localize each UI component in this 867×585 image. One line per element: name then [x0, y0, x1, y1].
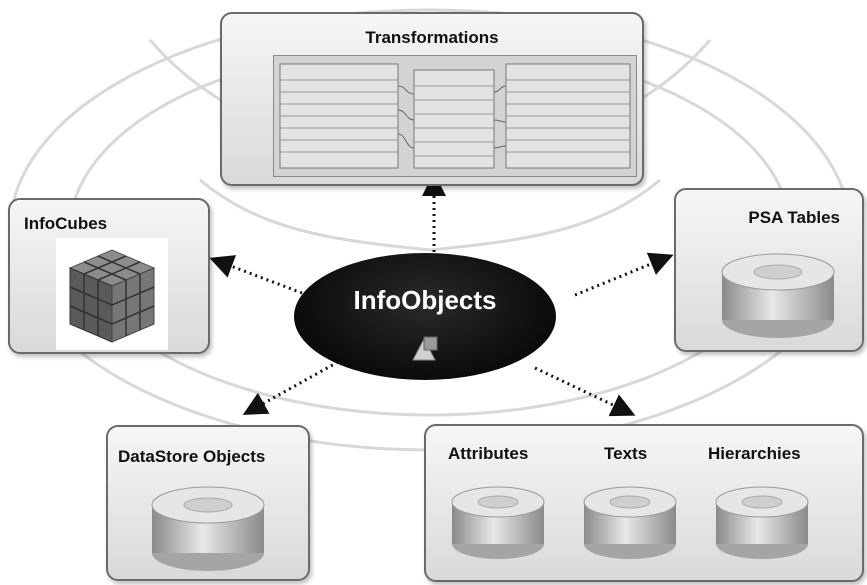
- arrow-to-psa: [574, 252, 674, 297]
- infoobject-icon: [412, 336, 438, 361]
- infoobjects-hub: InfoObjects: [294, 253, 556, 380]
- infocubes-title: InfoCubes: [24, 214, 108, 233]
- database-cylinder-icon: [151, 486, 265, 571]
- database-cylinder-icon: [583, 486, 677, 559]
- psa-tables-box: PSA Tables: [674, 188, 864, 352]
- master-data-box: Attributes Texts Hierarchies: [424, 424, 864, 582]
- transformation-mapping-screenshot: [273, 55, 637, 177]
- texts-label: Texts: [604, 444, 648, 463]
- cube-icon: [56, 238, 168, 350]
- transformations-title: Transformations: [365, 28, 499, 47]
- database-cylinder-icon: [721, 253, 835, 338]
- arrow-to-master-data: [534, 366, 636, 417]
- attributes-label: Attributes: [448, 444, 529, 463]
- infoobjects-label: InfoObjects: [353, 285, 497, 315]
- psa-tables-title: PSA Tables: [748, 208, 840, 227]
- datastore-objects-title: DataStore Objects: [118, 447, 266, 466]
- hierarchies-label: Hierarchies: [708, 444, 801, 463]
- infocubes-box: InfoCubes: [8, 198, 210, 354]
- arrow-to-datastore: [242, 360, 339, 415]
- arrow-to-infocubes: [209, 255, 303, 295]
- datastore-objects-box: DataStore Objects: [106, 425, 310, 581]
- database-cylinder-icon: [451, 486, 545, 559]
- database-cylinder-icon: [715, 486, 809, 559]
